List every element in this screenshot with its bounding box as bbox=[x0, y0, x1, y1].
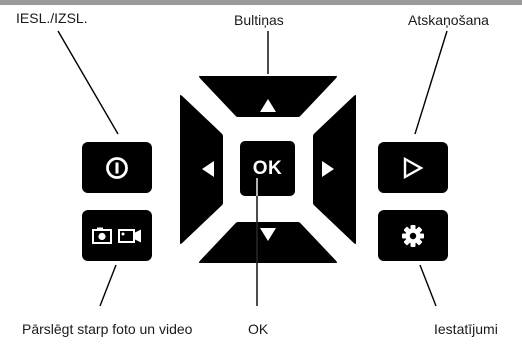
arrow-left-button[interactable] bbox=[180, 95, 223, 244]
leader-line-power bbox=[57, 30, 119, 135]
arrow-up-icon bbox=[260, 99, 276, 112]
leader-line-switch-mode bbox=[99, 264, 117, 307]
label-ok: OK bbox=[248, 321, 269, 337]
label-switch-mode: Pārslēgt starp foto un video bbox=[22, 321, 193, 337]
power-button[interactable] bbox=[82, 142, 152, 193]
arrow-right-button[interactable] bbox=[313, 95, 356, 244]
switch-mode-button[interactable] bbox=[82, 210, 152, 261]
label-power: IESL./IZSL. bbox=[16, 10, 88, 26]
direction-pad bbox=[180, 76, 356, 263]
top-divider-bar bbox=[0, 0, 522, 5]
ok-button-label: OK bbox=[252, 157, 283, 179]
camera-icon bbox=[92, 227, 112, 244]
arrow-left-icon bbox=[202, 161, 214, 177]
label-arrows: Bultiņas bbox=[234, 12, 284, 28]
play-icon bbox=[403, 156, 424, 179]
playback-button[interactable] bbox=[378, 142, 448, 193]
leader-line-playback bbox=[414, 30, 448, 135]
arrow-down-button[interactable] bbox=[199, 222, 337, 263]
video-icon bbox=[118, 228, 141, 243]
gear-icon bbox=[402, 224, 424, 247]
power-icon bbox=[106, 156, 128, 179]
arrow-down-icon bbox=[260, 228, 276, 241]
ok-button[interactable]: OK bbox=[240, 141, 295, 196]
label-playback: Atskaņošana bbox=[408, 12, 489, 28]
leader-line-settings bbox=[419, 264, 437, 307]
arrow-up-button[interactable] bbox=[199, 76, 337, 117]
arrow-right-icon bbox=[322, 161, 334, 177]
label-settings: Iestatījumi bbox=[434, 321, 498, 337]
settings-button[interactable] bbox=[378, 210, 448, 261]
